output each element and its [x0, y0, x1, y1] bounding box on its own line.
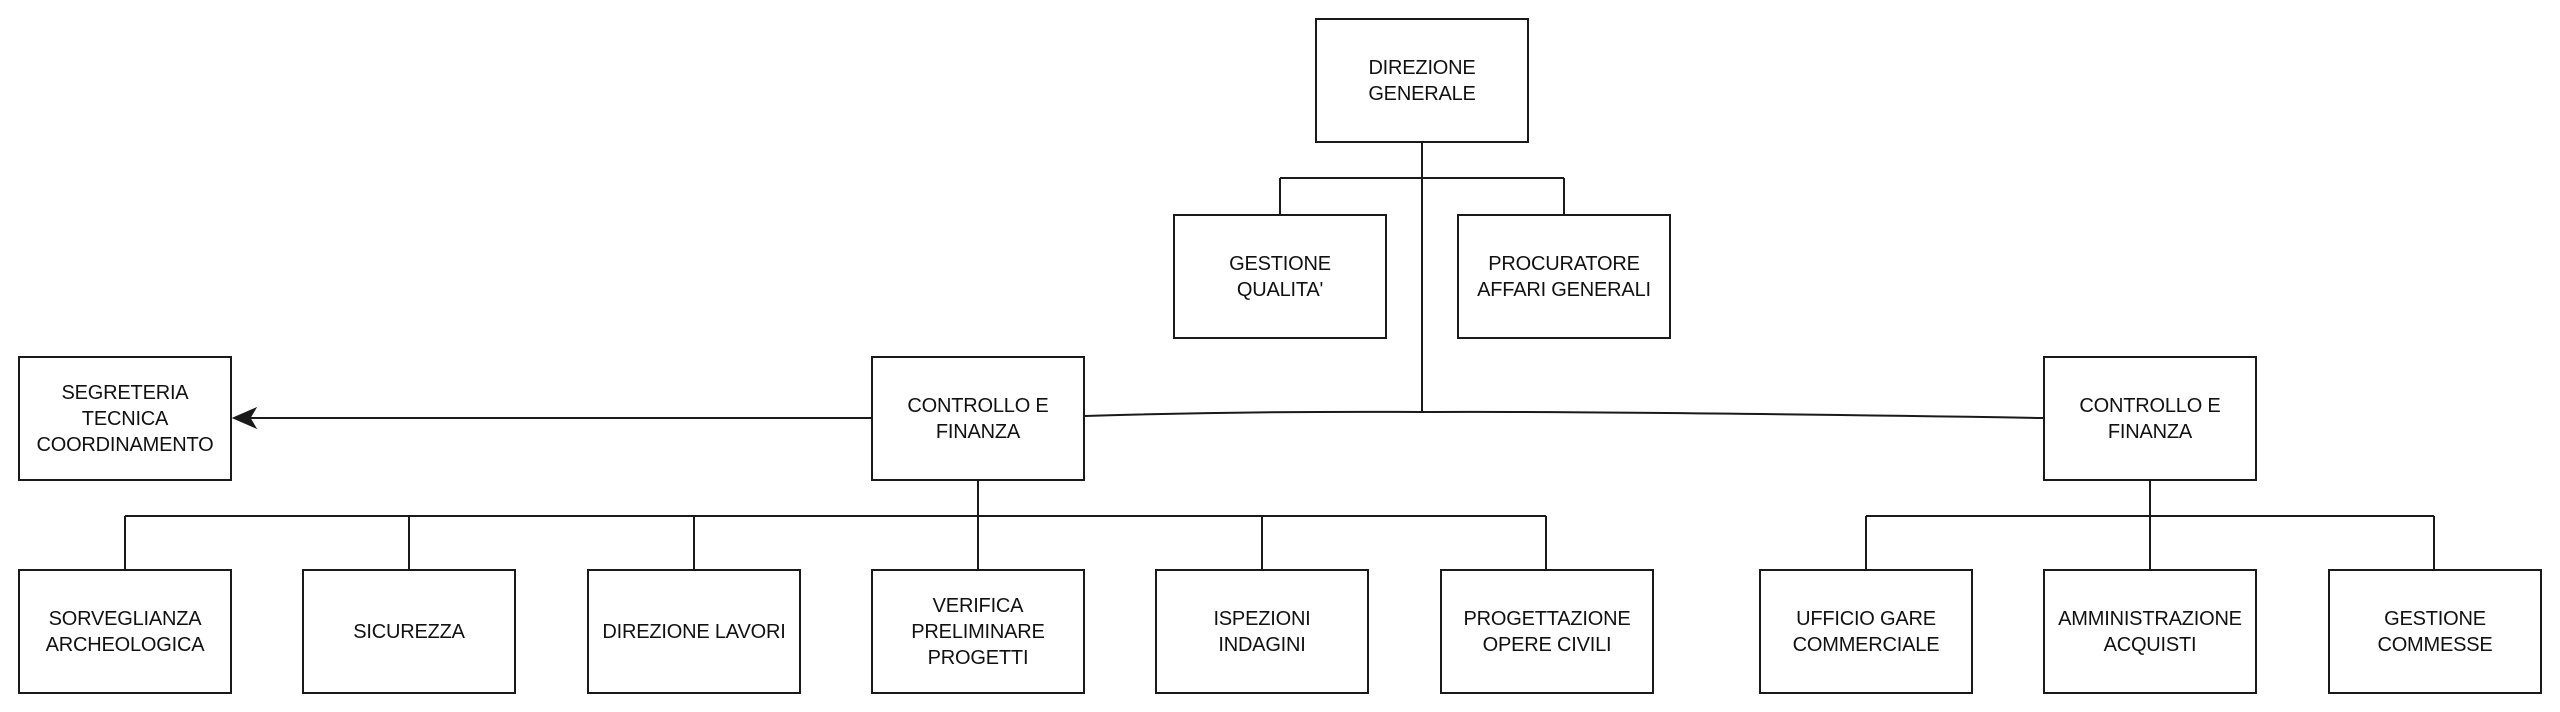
node-amministrazione-acquisti[interactable]: AMMINISTRAZIONE ACQUISTI	[2043, 569, 2257, 694]
node-controllo-finanza-left[interactable]: CONTROLLO E FINANZA	[871, 356, 1085, 481]
node-direzione-generale[interactable]: DIREZIONE GENERALE	[1315, 18, 1529, 143]
node-label: ISPEZIONI INDAGINI	[1213, 607, 1311, 656]
node-label: CONTROLLO E FINANZA	[907, 394, 1049, 443]
node-gestione-commesse[interactable]: GESTIONE COMMESSE	[2328, 569, 2542, 694]
node-label: VERIFICA PRELIMINARE PROGETTI	[911, 594, 1045, 669]
node-procuratore-affari-generali[interactable]: PROCURATORE AFFARI GENERALI	[1457, 214, 1671, 339]
node-label: UFFICIO GARE COMMERCIALE	[1792, 607, 1940, 656]
node-label: PROCURATORE AFFARI GENERALI	[1477, 252, 1651, 301]
node-sorveglianza-archeologica[interactable]: SORVEGLIANZA ARCHEOLOGICA	[18, 569, 232, 694]
node-label: GESTIONE COMMESSE	[2377, 607, 2493, 656]
node-controllo-finanza-right[interactable]: CONTROLLO E FINANZA	[2043, 356, 2257, 481]
node-label: SICUREZZA	[353, 620, 465, 643]
node-label: SORVEGLIANZA ARCHEOLOGICA	[45, 607, 205, 656]
node-ispezioni-indagini[interactable]: ISPEZIONI INDAGINI	[1155, 569, 1369, 694]
node-label: AMMINISTRAZIONE ACQUISTI	[2058, 607, 2242, 656]
node-label: GESTIONE QUALITA'	[1229, 252, 1331, 301]
connector-controllo-link	[1084, 410, 2044, 419]
node-progettazione-opere-civili[interactable]: PROGETTAZIONE OPERE CIVILI	[1440, 569, 1654, 694]
node-direzione-lavori[interactable]: DIREZIONE LAVORI	[587, 569, 801, 694]
node-verifica-preliminare-progetti[interactable]: VERIFICA PRELIMINARE PROGETTI	[871, 569, 1085, 694]
node-segreteria-tecnica[interactable]: SEGRETERIA TECNICA COORDINAMENTO	[18, 356, 232, 481]
node-ufficio-gare-commerciale[interactable]: UFFICIO GARE COMMERCIALE	[1759, 569, 1973, 694]
node-sicurezza[interactable]: SICUREZZA	[302, 569, 516, 694]
node-label: PROGETTAZIONE OPERE CIVILI	[1463, 607, 1631, 656]
arrowhead-icon	[231, 406, 258, 430]
node-label: DIREZIONE LAVORI	[602, 620, 786, 643]
node-label: SEGRETERIA TECNICA COORDINAMENTO	[36, 381, 214, 456]
node-label: CONTROLLO E FINANZA	[2079, 394, 2221, 443]
node-label: DIREZIONE GENERALE	[1368, 56, 1476, 105]
node-gestione-qualita[interactable]: GESTIONE QUALITA'	[1173, 214, 1387, 339]
